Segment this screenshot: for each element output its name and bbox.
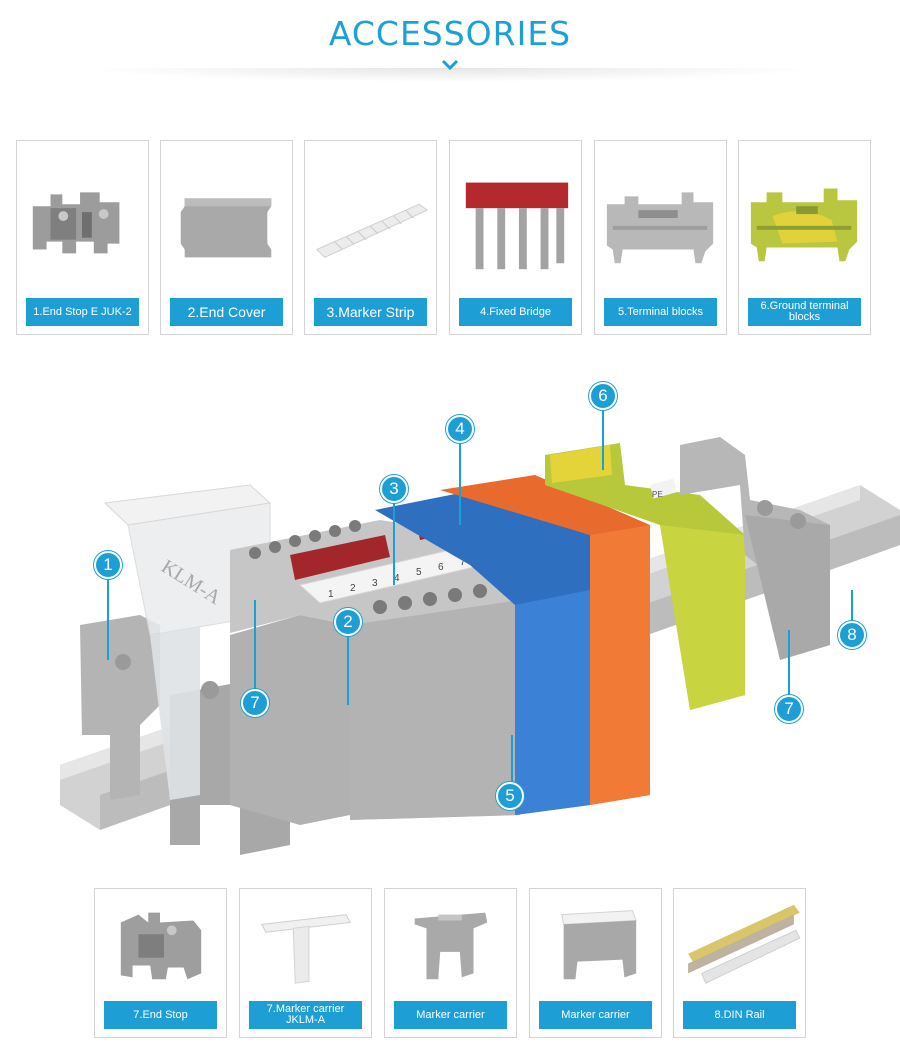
accessory-card-end-cover[interactable]: 2.End Cover xyxy=(160,140,293,335)
accessory-label: 4.Fixed Bridge xyxy=(459,298,572,326)
callout-2: 2 xyxy=(334,608,362,636)
marker-number: 4 xyxy=(394,573,400,584)
accessory-label: 7.Marker carrier JKLM-A xyxy=(249,1001,362,1029)
callout-4: 4 xyxy=(446,415,474,443)
marker-number: 1 xyxy=(328,589,334,600)
accessory-card-marker-carrier-a[interactable]: Marker carrier xyxy=(384,888,517,1038)
accessory-card-end-stop-7[interactable]: 7.End Stop xyxy=(94,888,227,1038)
callout-3: 3 xyxy=(380,475,408,503)
marker-number: 6 xyxy=(438,562,444,573)
marker-number: 2 xyxy=(350,583,356,594)
accessory-label: 1.End Stop E JUK-2 xyxy=(26,298,139,326)
din-rail-image xyxy=(678,895,801,993)
end-stop-image xyxy=(21,147,144,290)
chevron-down-icon xyxy=(441,59,459,71)
page-title: ACCESSORIES xyxy=(328,14,572,53)
terminal-block-image xyxy=(599,147,722,290)
accessory-label: Marker carrier xyxy=(539,1001,652,1029)
accessory-card-ground-terminal-blocks[interactable]: 6.Ground terminal blocks xyxy=(738,140,871,335)
accessory-label: 3.Marker Strip xyxy=(314,298,427,326)
ground-terminal-block-image xyxy=(743,147,866,290)
marker-carrier-image xyxy=(389,895,512,993)
end-stop-image xyxy=(99,895,222,993)
accessory-label: 7.End Stop xyxy=(104,1001,217,1029)
marker-number: 5 xyxy=(416,567,422,578)
marker-carrier-image xyxy=(534,895,657,993)
accessory-card-terminal-blocks[interactable]: 5.Terminal blocks xyxy=(594,140,727,335)
callout-6: 6 xyxy=(589,382,617,410)
callout-5: 5 xyxy=(496,782,524,810)
fixed-bridge-image xyxy=(454,147,577,290)
marker-number: 7 xyxy=(460,557,466,568)
callout-8: 8 xyxy=(838,621,866,649)
header: ACCESSORIES xyxy=(0,0,900,90)
assembly-illustration: KLM-A 1 2 3 4 5 6 7 8 9 10 11 12 xyxy=(0,375,900,875)
marker-strip-image xyxy=(309,147,432,290)
accessory-card-fixed-bridge[interactable]: 4.Fixed Bridge xyxy=(449,140,582,335)
accessory-label: 2.End Cover xyxy=(170,298,283,326)
callout-7-left: 7 xyxy=(241,689,269,717)
accessory-label: 6.Ground terminal blocks xyxy=(748,298,861,326)
accessory-card-marker-strip[interactable]: 3.Marker Strip xyxy=(304,140,437,335)
accessory-label: 5.Terminal blocks xyxy=(604,298,717,326)
accessory-label: Marker carrier xyxy=(394,1001,507,1029)
callout-7-right: 7 xyxy=(775,695,803,723)
end-cover-image xyxy=(165,147,288,290)
callout-1: 1 xyxy=(94,551,122,579)
title-divider xyxy=(80,68,820,82)
accessory-card-marker-carrier-jklm[interactable]: 7.Marker carrier JKLM-A xyxy=(239,888,372,1038)
pe-marker: PE xyxy=(652,490,663,499)
accessory-card-marker-carrier-b[interactable]: Marker carrier xyxy=(529,888,662,1038)
accessory-label: 8.DIN Rail xyxy=(683,1001,796,1029)
accessory-card-end-stop[interactable]: 1.End Stop E JUK-2 xyxy=(16,140,149,335)
marker-carrier-jklm-image xyxy=(244,895,367,993)
marker-number: 3 xyxy=(372,578,378,589)
accessory-card-din-rail[interactable]: 8.DIN Rail xyxy=(673,888,806,1038)
